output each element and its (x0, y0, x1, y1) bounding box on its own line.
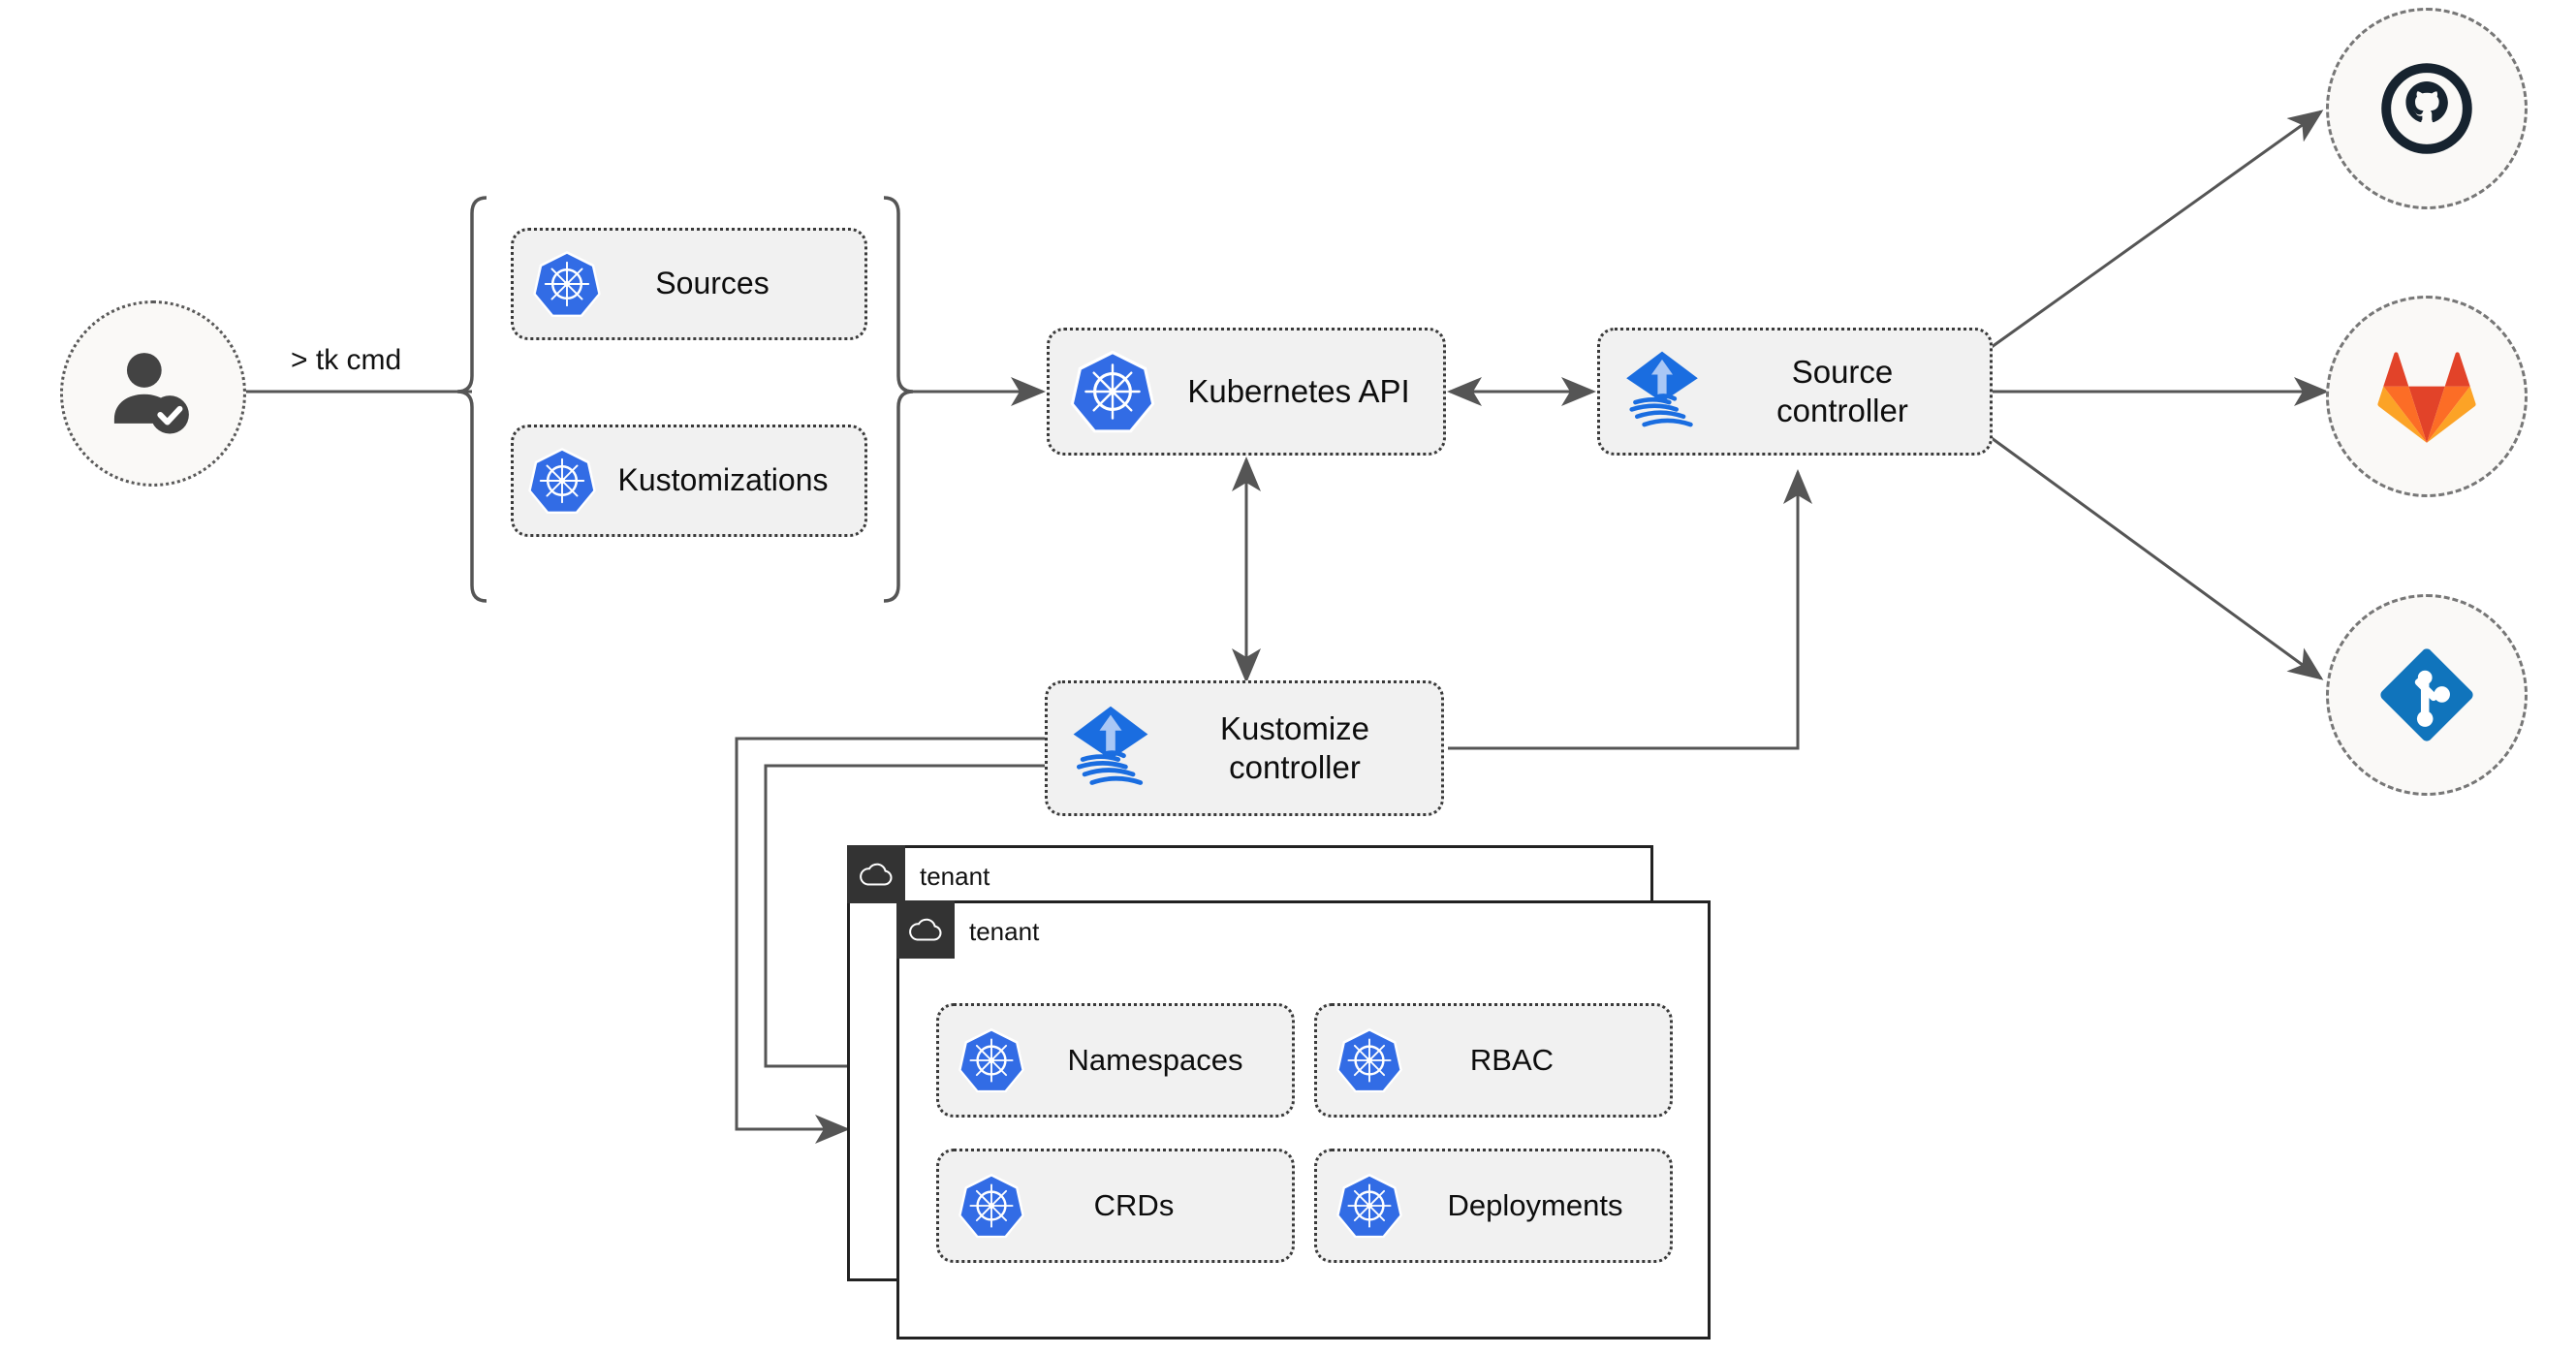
repo-circle-gitlab[interactable] (2326, 296, 2528, 497)
github-icon (2381, 63, 2472, 154)
edge-kustomize-to-tenant-2 (764, 764, 1045, 1081)
tenant-resource-deployments[interactable]: Deployments (1314, 1149, 1673, 1263)
cloud-icon-tab (847, 845, 905, 903)
crd-box-sources[interactable]: Sources (511, 228, 867, 340)
tenant-resource-rbac[interactable]: RBAC (1314, 1003, 1673, 1118)
right-curly-brace (883, 196, 914, 603)
kubernetes-icon (939, 1171, 1044, 1241)
tenant-label: tenant (969, 917, 1040, 946)
kustomize-controller-node[interactable]: Kustomize controller (1045, 680, 1444, 816)
kubernetes-api-label: Kubernetes API (1187, 372, 1410, 409)
edge-source-to-git (1991, 436, 2324, 680)
git-icon (2380, 648, 2473, 741)
cloud-icon (909, 918, 942, 941)
flux-icon (1600, 347, 1724, 436)
edge-source-to-github (1991, 110, 2324, 349)
source-controller-label: Source controller (1776, 353, 1908, 428)
user-check-icon (113, 353, 189, 434)
tenant-resource-namespaces[interactable]: Namespaces (936, 1003, 1295, 1118)
left-curly-brace (456, 196, 487, 603)
kubernetes-icon (514, 248, 620, 320)
edge-kustomize-to-tenant-1 (735, 737, 1045, 1144)
tenant-resource-crds[interactable]: CRDs (936, 1149, 1295, 1263)
flux-icon (1048, 702, 1174, 795)
gitlab-icon (2377, 352, 2476, 443)
source-controller-node[interactable]: Source controller (1597, 328, 1993, 456)
tenant-card-front[interactable]: tenant Namespaces (896, 900, 1711, 1339)
resource-label: Deployments (1447, 1188, 1623, 1222)
edge-kustomize-to-source (1448, 469, 1812, 750)
kubernetes-icon (514, 445, 611, 517)
crd-box-label: Kustomizations (617, 462, 829, 498)
kustomize-controller-label: Kustomize controller (1219, 709, 1370, 785)
cloud-icon-tab (896, 900, 955, 959)
actor-user[interactable] (60, 300, 246, 487)
crd-box-label: Sources (655, 266, 770, 301)
tenant-label: tenant (920, 862, 990, 891)
kubernetes-icon (1050, 347, 1176, 436)
resource-label: Namespaces (1067, 1043, 1243, 1077)
kubernetes-icon (939, 1025, 1044, 1095)
resource-label: CRDs (1093, 1188, 1175, 1222)
kubernetes-api-node[interactable]: Kubernetes API (1047, 328, 1446, 456)
kubernetes-icon (1317, 1171, 1422, 1241)
command-label: > tk cmd (291, 344, 402, 376)
kubernetes-icon (1317, 1025, 1422, 1095)
cloud-icon (860, 863, 893, 886)
repo-circle-github[interactable] (2326, 8, 2528, 209)
crd-box-kustomizations[interactable]: Kustomizations (511, 425, 867, 537)
repo-circle-git[interactable] (2326, 594, 2528, 796)
resource-label: RBAC (1469, 1043, 1555, 1077)
